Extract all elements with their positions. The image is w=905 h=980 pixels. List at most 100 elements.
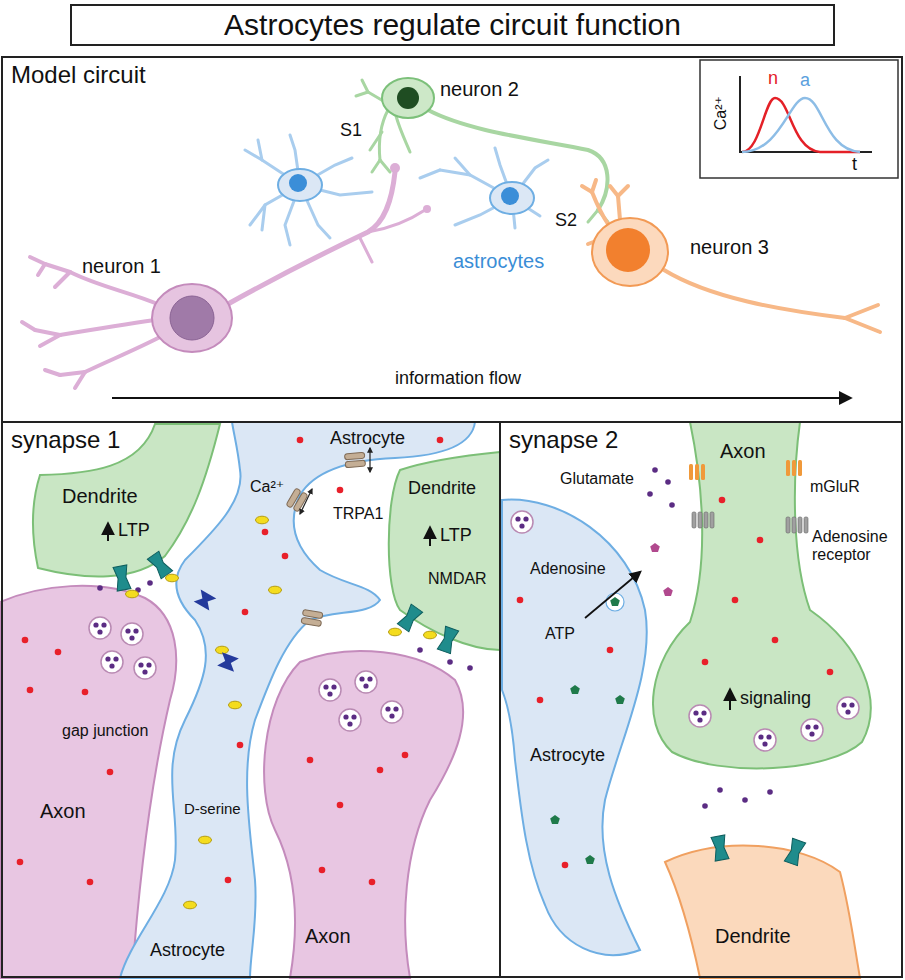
synapse-1-art-part (113, 565, 131, 591)
synapse-1-art-part (55, 649, 62, 656)
synapse-2-art-part (702, 659, 709, 666)
synapse-1-art-part (307, 757, 314, 764)
synapse-1-art-part (107, 769, 114, 776)
molecule-label: Adenosine (530, 560, 606, 578)
neuron-1-part (423, 205, 431, 213)
calcium-inset-part (742, 98, 860, 152)
synapse-1-art-part (319, 679, 341, 701)
neuron-1-part (390, 163, 400, 173)
synapse-1-art-part (381, 701, 403, 723)
synapse-2-art-part (537, 697, 544, 704)
synapse-2-art-part (742, 797, 748, 803)
neuron-3 (582, 180, 880, 332)
synapse-2-art-part (517, 597, 524, 604)
information-flow-arrow (112, 397, 850, 399)
molecule-label: D-serine (184, 800, 241, 817)
neuron-2-part (397, 87, 419, 109)
synapse-1-art-part (437, 626, 458, 653)
synapse-2-art-part (502, 500, 647, 955)
synapse-1-art-part (147, 580, 153, 586)
synapse-2-art-part (757, 537, 764, 544)
neuron-label: neuron 1 (82, 255, 161, 278)
synapse-1-art-part (389, 628, 402, 636)
neuron-2-part (382, 78, 434, 118)
panel-heading: synapse 1 (3, 423, 128, 457)
neuron-1-part-part (38, 264, 45, 275)
neuron-3-part-part (618, 196, 620, 220)
synapse-2-art-part (585, 572, 640, 618)
neuron-1-part-part (360, 238, 372, 262)
neuron-1-part-part (40, 335, 60, 346)
neuron-2 (356, 78, 608, 222)
astrocytes-part (501, 187, 519, 205)
synapse-1-art-part (337, 802, 344, 809)
neuron-3-part-part (592, 192, 608, 224)
synapse-2-art-part (784, 838, 805, 865)
synapse-1-art-part (107, 524, 109, 541)
synapse-2-art-part (615, 695, 625, 704)
receptor-label: NMDAR (428, 570, 487, 588)
neuron-1-part (228, 172, 425, 304)
synapse-1-art-part (369, 448, 370, 472)
neuron-1-part-part (22, 322, 35, 330)
synapse-1-art-part (282, 553, 289, 560)
axis-label: Ca²⁺ (712, 96, 730, 130)
synapse-1-art-part (225, 877, 232, 884)
junction-label: gap junction (62, 722, 148, 740)
synapse-1-art-part (134, 657, 156, 679)
synapse-1-art-part (82, 689, 89, 696)
arrow-label: information flow (395, 368, 521, 389)
molecule-label: Glutamate (560, 470, 634, 488)
synapse-1-art-part (424, 631, 437, 639)
neuron-3-part (592, 218, 668, 286)
synapse-1-art-part (120, 422, 475, 978)
synapse-1-art-part (229, 701, 242, 709)
synapse-1-art-part (355, 671, 377, 693)
astrocytes-part (289, 174, 307, 192)
synapse-1-art-part (256, 516, 269, 524)
synapse-panel: synapse 2 (499, 421, 903, 978)
synapse-2-art-part (717, 787, 723, 793)
ion-label: Ca²⁺ (250, 478, 284, 496)
neuron-2-part-part (428, 110, 607, 210)
synapse-1-art-part (101, 651, 123, 673)
synapse-1-art-part (264, 651, 463, 978)
neuron-2-part-part (396, 116, 410, 152)
neuron-1-part-part (30, 257, 45, 264)
synapse-2-art-part (689, 464, 705, 480)
synapse-1-art-part (297, 437, 304, 444)
synapse-1-art-part (121, 623, 143, 645)
neuron-2-part-part (370, 132, 382, 150)
synapse-1-art-part (437, 437, 444, 444)
synapse-2-art-part (665, 846, 860, 978)
synapse-2-art-part (585, 855, 595, 864)
neuron-1-part-part (45, 264, 70, 272)
synapse-1-art-part (89, 617, 111, 639)
part-label: Axon (720, 440, 766, 463)
neuron-1-part-part (368, 210, 425, 232)
part-label: Dendrite (715, 925, 791, 948)
astrocytes (245, 135, 548, 245)
synapse-1-art-part (97, 585, 103, 591)
synapse-1-art-part (402, 752, 409, 759)
neuron-1 (22, 163, 431, 388)
molecule-label: ATP (545, 625, 575, 643)
synapse-1-art-part (166, 574, 179, 582)
synapse-label: S2 (555, 210, 577, 231)
synapse-1-art-part (417, 647, 423, 653)
astrocytes-part-part (455, 158, 470, 175)
synapse-2-art-part (653, 422, 871, 768)
part-label: Dendrite (408, 478, 476, 499)
synapse-2-art-part (511, 511, 533, 533)
neuron-3-part-part (592, 180, 596, 192)
effect-label: LTP (118, 520, 150, 541)
synapse-1-art-part (429, 528, 431, 546)
synapse-2-art-part (827, 669, 834, 676)
receptor-label: mGluR (810, 478, 860, 496)
synapse-2-art-part (607, 647, 614, 654)
axis-label: t (852, 154, 857, 175)
neuron-2-part-part (588, 210, 598, 222)
synapse-1-art-part (242, 609, 249, 616)
synapse-2-art-part (663, 587, 673, 596)
synapse-1-art-part (344, 452, 365, 468)
